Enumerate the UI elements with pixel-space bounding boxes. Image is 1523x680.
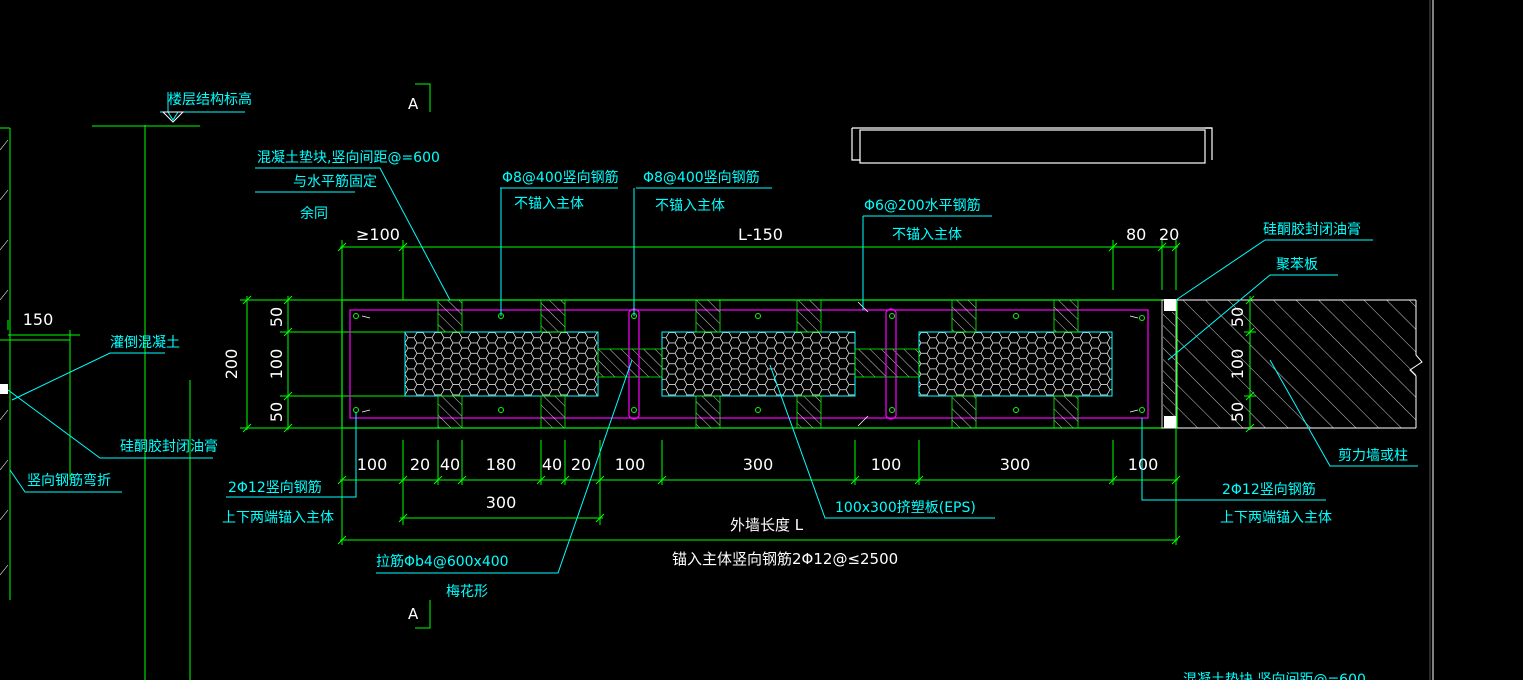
label-tie-bar-2: 梅花形 bbox=[446, 584, 488, 600]
label-rebar-left-1: 2Φ12竖向钢筋 bbox=[228, 479, 322, 496]
section-marker-top-label: A bbox=[408, 95, 419, 113]
label-rebar-b-1: Φ8@400竖向钢筋 bbox=[643, 169, 760, 186]
concrete-pads bbox=[437, 299, 1079, 429]
title-frame bbox=[851, 127, 1213, 164]
dim-b-1: 20 bbox=[410, 455, 430, 474]
label-vertical-bend: 竖向钢筋弯折 bbox=[27, 472, 111, 489]
label-concrete-pad-1: 混凝土垫块,竖向间距@=600 bbox=[257, 150, 440, 166]
dim-b-5: 20 bbox=[571, 455, 591, 474]
dim-b-10: 100 bbox=[1128, 455, 1159, 474]
dim-top-r2: 20 bbox=[1159, 225, 1179, 244]
rebar-cage bbox=[349, 309, 1149, 419]
label-shear-wall: 剪力墙或柱 bbox=[1338, 448, 1408, 464]
label-sealant-right: 硅酮胶封闭油膏 bbox=[1263, 221, 1361, 238]
left-section-detail bbox=[0, 125, 200, 680]
label-floor-elevation: 楼层结构标高 bbox=[168, 91, 252, 108]
bottom-dim-labels: 100 20 40 180 40 20 100 300 100 300 100 … bbox=[357, 455, 1159, 512]
top-dimension-line bbox=[337, 240, 1181, 300]
dim-left-50-bottom: 50 bbox=[267, 402, 286, 422]
label-rebar-right-2: 上下两端锚入主体 bbox=[1220, 510, 1332, 526]
sealant-block-bottom bbox=[1164, 416, 1176, 428]
dim-top-r1: 80 bbox=[1126, 225, 1146, 244]
label-rebar-a-2: 不锚入主体 bbox=[514, 196, 584, 212]
left-hatch bbox=[0, 139, 9, 576]
sealant-block-top bbox=[1164, 299, 1176, 311]
dim-sub-300: 300 bbox=[486, 493, 517, 512]
dim-b-7: 300 bbox=[743, 455, 774, 474]
concrete-ribs bbox=[597, 348, 920, 378]
shear-wall bbox=[1177, 299, 1423, 429]
dim-b-4: 40 bbox=[542, 455, 562, 474]
label-polystyrene: 聚苯板 bbox=[1276, 256, 1318, 273]
label-outer-length: 外墙长度 L bbox=[730, 516, 804, 534]
tie-bars bbox=[628, 308, 897, 420]
dim-far-left-150: 150 bbox=[23, 310, 54, 329]
dim-left-50-top: 50 bbox=[267, 307, 286, 327]
dim-right-50-top: 50 bbox=[1228, 307, 1247, 327]
leader-lines bbox=[7, 167, 1418, 574]
label-sealant-left: 硅酮胶封闭油膏 bbox=[120, 438, 218, 455]
bottom-dimension-line bbox=[337, 428, 1181, 545]
label-eps-board: 100x300挤塑板(EPS) bbox=[835, 500, 976, 516]
label-concrete-pad-2: 与水平筋固定 bbox=[293, 173, 377, 190]
section-marker-bottom bbox=[415, 600, 431, 629]
section-marker-top bbox=[415, 83, 431, 112]
sheet-border bbox=[1429, 0, 1434, 680]
eps-board-1 bbox=[404, 331, 599, 397]
dim-b-0: 100 bbox=[357, 455, 388, 474]
eps-boards bbox=[404, 331, 1113, 397]
left-sealant-block bbox=[0, 384, 8, 394]
dim-left-100: 100 bbox=[267, 349, 286, 380]
section-marker-bottom-label: A bbox=[408, 605, 419, 623]
dim-right-100: 100 bbox=[1228, 349, 1247, 380]
label-rebar-left-2: 上下两端锚入主体 bbox=[222, 510, 334, 526]
left-vertical-dims bbox=[240, 295, 405, 433]
dim-b-8: 100 bbox=[871, 455, 902, 474]
label-rebar-right-1: 2Φ12竖向钢筋 bbox=[1222, 481, 1316, 498]
label-bottom-cut: 混凝土垫块,竖向间距@=600 bbox=[1183, 672, 1366, 680]
floor-elevation-marker bbox=[160, 92, 245, 123]
eps-board-3 bbox=[918, 331, 1113, 397]
label-pour-concrete: 灌倒混凝土 bbox=[110, 335, 180, 351]
dim-b-6: 100 bbox=[615, 455, 646, 474]
label-horiz-rebar-1: Φ6@200水平钢筋 bbox=[864, 197, 981, 214]
dim-top-left: ≥100 bbox=[356, 225, 400, 244]
label-horiz-rebar-2: 不锚入主体 bbox=[892, 227, 962, 243]
label-concrete-pad-3: 余同 bbox=[300, 205, 328, 222]
label-rebar-a-1: Φ8@400竖向钢筋 bbox=[502, 169, 619, 186]
dim-right-50-bottom: 50 bbox=[1228, 402, 1247, 422]
dim-b-2: 40 bbox=[440, 455, 460, 474]
label-anchor-rebar: 锚入主体竖向钢筋2Φ12@≤2500 bbox=[672, 550, 898, 568]
dim-b-3: 180 bbox=[486, 455, 517, 474]
eps-board-2 bbox=[661, 331, 856, 397]
dim-top-mid: L-150 bbox=[738, 225, 783, 244]
dim-b-9: 300 bbox=[1000, 455, 1031, 474]
dim-left-overall: 200 bbox=[222, 349, 241, 380]
label-rebar-b-2: 不锚入主体 bbox=[655, 198, 725, 214]
right-vertical-dims bbox=[1244, 295, 1256, 433]
annotations: 混凝土垫块,竖向间距@=600 与水平筋固定 余同 Φ8@400竖向钢筋 不锚入… bbox=[27, 150, 1408, 680]
right-joint bbox=[1161, 299, 1177, 429]
label-tie-bar-1: 拉筋Φb4@600x400 bbox=[376, 553, 509, 570]
